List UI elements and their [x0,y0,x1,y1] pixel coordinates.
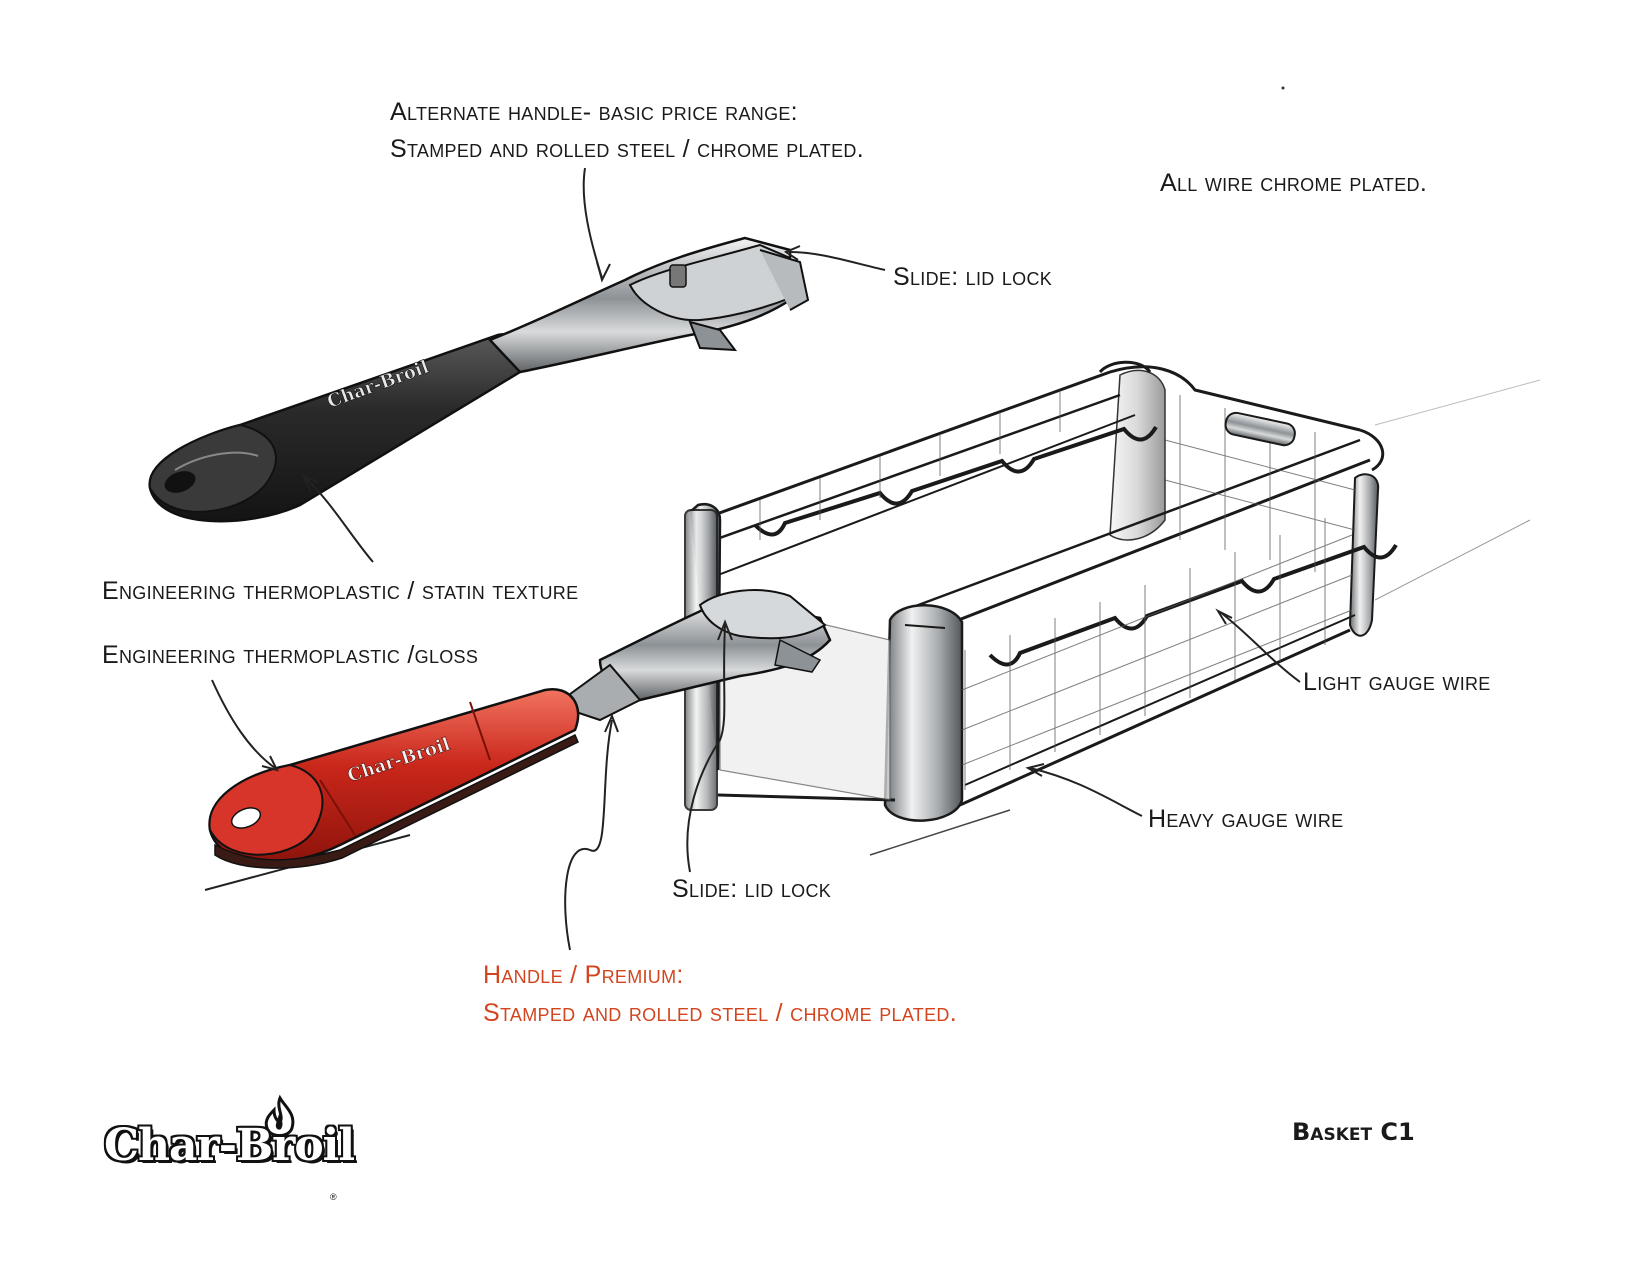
registered-mark: ® [330,1192,337,1202]
thermoplastic-gloss-label: Engineering thermoplastic /gloss [102,641,479,669]
alternate-handle-illustration: Char-Broil [148,236,810,523]
leader-lines [211,167,1301,951]
alternate-handle-label-line1: Alternate handle- basic price range: [390,98,798,126]
sheet-title: Basket C1 [1292,1118,1415,1146]
char-broil-flame-icon [264,1094,295,1137]
light-gauge-wire-label: Light gauge wire [1303,668,1491,696]
premium-handle-label-line1: Handle / Premium: [483,961,684,989]
thermoplastic-satin-label: Engineering thermoplastic / statin textu… [102,577,579,605]
premium-handle-illustration: Char-Broil [208,589,832,869]
all-wire-label: All wire chrome plated. [1160,169,1428,197]
premium-handle-label-line2: Stamped and rolled steel / chrome plated… [483,999,957,1027]
slide-lid-lock-bottom-label: Slide: lid lock [672,875,832,903]
slide-lid-lock-top-label: Slide: lid lock [893,263,1053,291]
char-broil-logo: Char-Broil [104,1120,355,1171]
heavy-gauge-wire-label: Heavy gauge wire [1148,805,1344,833]
alternate-handle-label-line2: Stamped and rolled steel / chrome plated… [390,135,864,163]
